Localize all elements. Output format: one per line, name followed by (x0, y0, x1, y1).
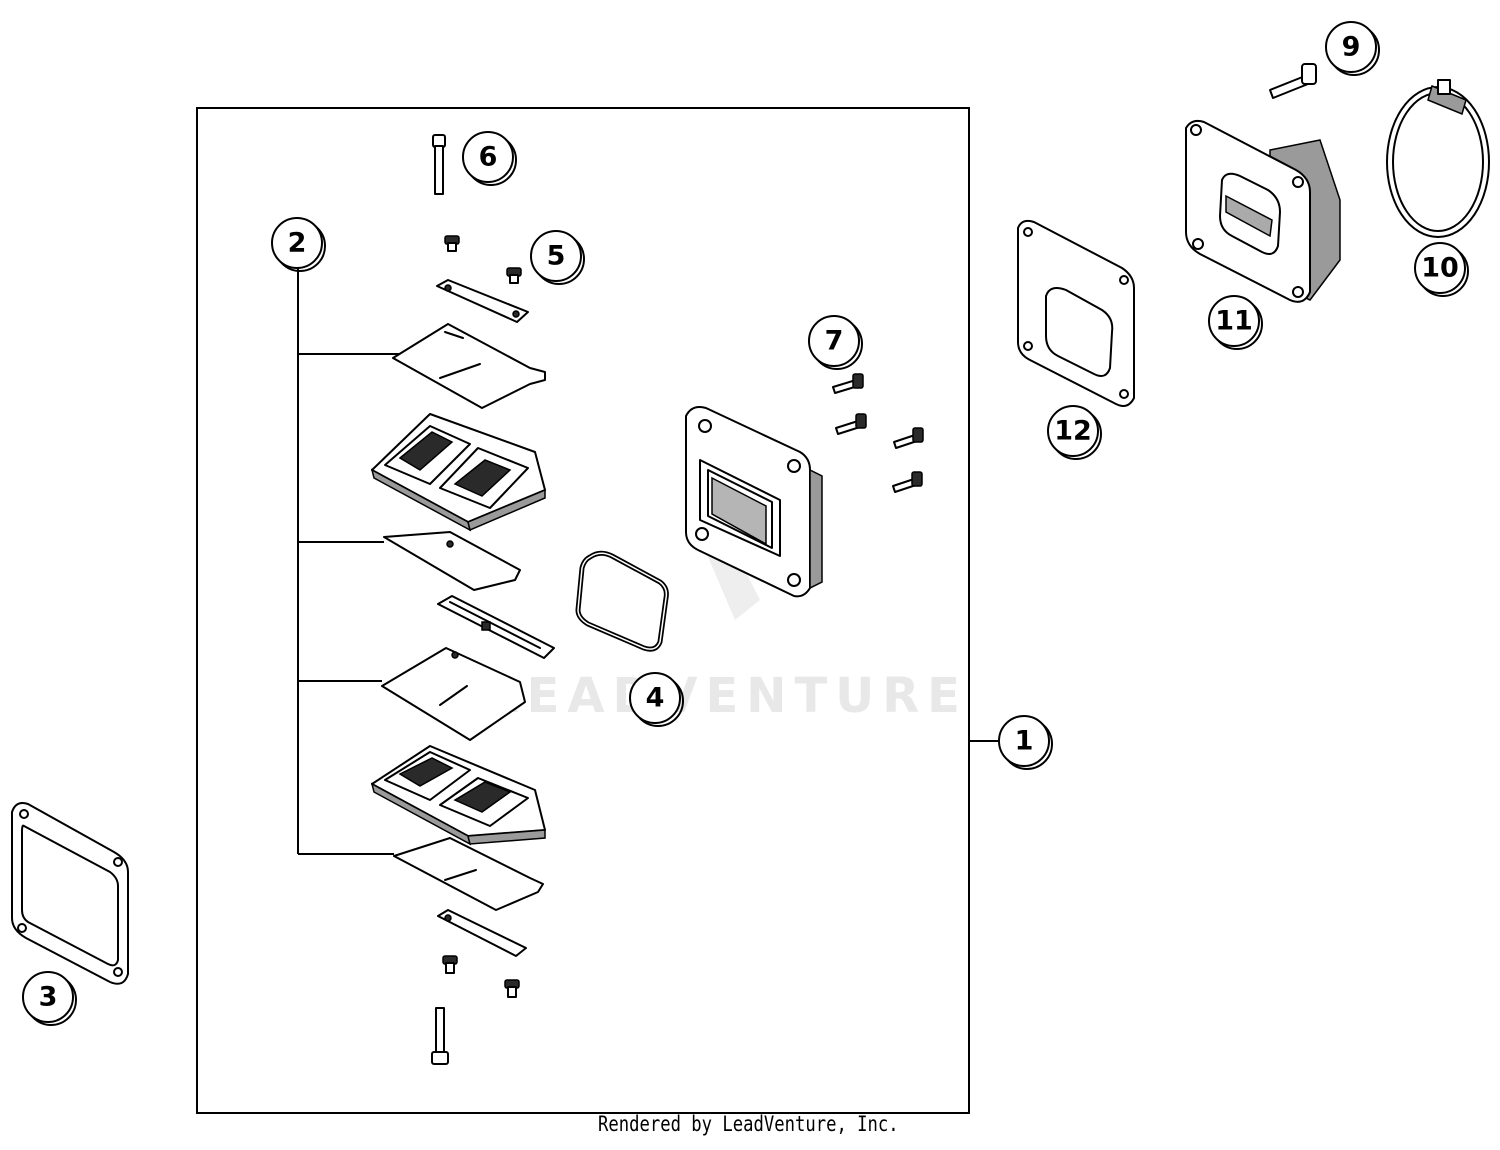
render-credit: Rendered by LeadVenture, Inc. (598, 1112, 899, 1136)
watermark-text: LEADVENTURE (488, 668, 968, 724)
small-screws-bottom (442, 955, 520, 998)
callout-6[interactable]: 6 (462, 131, 517, 186)
callout-label-1: 1 (1015, 726, 1034, 757)
gasket-left (11, 802, 129, 985)
callout-5[interactable]: 5 (530, 230, 585, 285)
flange-bolt (1269, 63, 1317, 99)
reed-petal-bottom (393, 837, 544, 911)
callout-12[interactable]: 12 (1047, 405, 1102, 460)
callout-label-4: 4 (646, 683, 665, 714)
o-ring (575, 550, 669, 652)
reed-petal-lower (381, 647, 526, 741)
callout-4[interactable]: 4 (629, 672, 684, 727)
callout-label-2: 2 (288, 228, 307, 259)
callout-label-5: 5 (547, 241, 566, 272)
assembly-frame (196, 107, 970, 1114)
callout-label-3: 3 (39, 982, 58, 1013)
stop-plate-top (436, 279, 529, 323)
callout-label-6: 6 (479, 142, 498, 173)
callout-label-9: 9 (1342, 32, 1361, 63)
hose-clamp (1386, 79, 1490, 238)
callout-label-11: 11 (1215, 306, 1253, 337)
gasket-right (1017, 219, 1135, 407)
callout-label-12: 12 (1054, 416, 1092, 447)
reed-stopper (437, 595, 555, 659)
callout-7[interactable]: 7 (808, 315, 863, 370)
callout-9[interactable]: 9 (1325, 21, 1380, 76)
callout-1[interactable]: 1 (998, 715, 1053, 770)
callout-label-10: 10 (1421, 253, 1459, 284)
long-screw-bottom (431, 1007, 449, 1065)
reed-valve-housing (685, 406, 823, 598)
long-screw-top (432, 134, 446, 195)
small-screws-top (444, 235, 522, 284)
callout-11[interactable]: 11 (1208, 295, 1263, 350)
reed-petal-middle (383, 531, 521, 591)
reed-petal-upper (392, 323, 546, 409)
watermark: LEADVENTURE (488, 550, 968, 724)
callout-10[interactable]: 10 (1414, 242, 1469, 297)
stop-plate-bottom (437, 909, 527, 957)
reed-block-lower (370, 745, 546, 846)
callout-label-7: 7 (825, 326, 844, 357)
callout-3[interactable]: 3 (22, 971, 77, 1026)
leader-bracket-2 (297, 268, 400, 855)
housing-screws (832, 373, 924, 493)
reed-block-upper (370, 413, 546, 532)
callout-2[interactable]: 2 (271, 217, 326, 272)
intake-flange (1185, 119, 1341, 303)
